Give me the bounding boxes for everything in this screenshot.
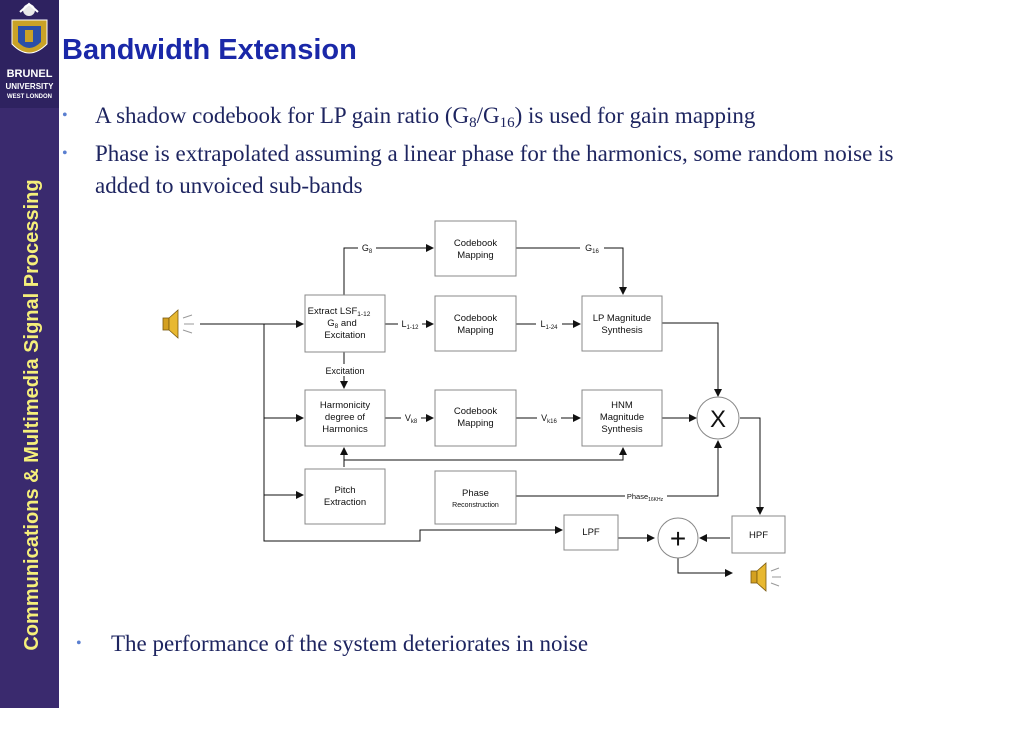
bullet-dot: •	[62, 107, 68, 124]
bullet-text-3: The performance of the system deteriorat…	[111, 631, 589, 656]
bullet-text-1: A shadow codebook for LP gain ratio (G8/…	[95, 103, 756, 131]
lp-synth-label-2: Synthesis	[601, 325, 642, 336]
signal-l12: L1-12	[401, 319, 419, 331]
speaker-output-icon	[750, 562, 781, 592]
signal-vk8: Vk8	[405, 413, 418, 425]
codebook-lsf-label-1: Codebook	[454, 313, 498, 324]
phase-rec-label-1: Phase	[462, 488, 489, 499]
pitch-label-1: Pitch	[334, 485, 355, 496]
harmonicity-block	[304, 389, 386, 447]
phase-reconstruction-block	[434, 470, 517, 525]
extract-label-3: Excitation	[324, 330, 365, 341]
block-diagram: Codebook Mapping Extract LSF1-12 G8 and …	[162, 220, 786, 592]
bullet-dot: •	[62, 145, 68, 162]
signal-l24: L1-24	[540, 319, 558, 331]
harmonicity-label-1: Harmonicity	[320, 400, 370, 411]
slide-title: Bandwidth Extension	[62, 34, 357, 66]
signal-vk16: Vk16	[541, 413, 557, 425]
lp-magnitude-synthesis-block	[581, 295, 663, 352]
hnm-magnitude-synthesis-block	[581, 389, 663, 447]
bullet-dot: •	[76, 635, 82, 652]
hnm-label-3: Synthesis	[601, 424, 642, 435]
sidebar: BRUNEL UNIVERSITY WEST LONDON Communicat…	[0, 0, 59, 708]
extract-label-2: G8 and	[327, 318, 357, 330]
extract-label-1: Extract LSF1-12	[308, 306, 371, 318]
hpf-label: HPF	[749, 530, 768, 541]
codebook-v-label-2: Mapping	[457, 418, 493, 429]
signal-g16: G16	[585, 243, 599, 255]
codebook-mapping-lsf-block	[434, 295, 517, 352]
hnm-label-1: HNM	[611, 400, 633, 411]
signal-phase-16khz: Phase16KHz	[627, 492, 664, 503]
pitch-label-2: Extraction	[324, 497, 366, 508]
codebook-v-label-1: Codebook	[454, 406, 498, 417]
codebook-mapping-voicing-block	[434, 389, 517, 447]
harmonicity-label-3: Harmonics	[322, 424, 368, 435]
signal-g8: G8	[362, 243, 373, 255]
extract-lsf-block	[304, 294, 386, 353]
phase-rec-label-2: Reconstruction	[452, 502, 499, 509]
signal-excitation: Excitation	[325, 366, 364, 376]
speaker-input-icon	[162, 309, 194, 339]
multiply-symbol: X	[710, 406, 726, 433]
lp-synth-label-1: LP Magnitude	[593, 313, 651, 324]
add-symbol: +	[670, 523, 686, 554]
logo-line-3: WEST LONDON	[7, 94, 52, 100]
crest-icon	[11, 2, 48, 54]
codebook-lsf-label-2: Mapping	[457, 325, 493, 336]
codebook-mapping-gain-block	[434, 220, 517, 277]
hpf-block	[731, 515, 786, 554]
logo-line-2: UNIVERSITY	[5, 82, 54, 91]
bullet-text-2: Phase is extrapolated assuming a linear …	[95, 141, 894, 198]
sidebar-vertical-title: Communications & Multimedia Signal Proce…	[21, 179, 43, 651]
lpf-block	[563, 514, 619, 551]
university-logo: BRUNEL UNIVERSITY WEST LONDON	[0, 0, 59, 108]
codebook-gain-label-1: Codebook	[454, 238, 498, 249]
multiplier-node	[696, 396, 740, 440]
lpf-label: LPF	[582, 527, 600, 538]
logo-line-1: BRUNEL	[6, 68, 53, 80]
hnm-label-2: Magnitude	[600, 412, 644, 423]
adder-node	[657, 517, 699, 559]
harmonicity-label-2: degree of	[325, 412, 366, 423]
pitch-extraction-block	[304, 468, 386, 525]
codebook-gain-label-2: Mapping	[457, 250, 493, 261]
